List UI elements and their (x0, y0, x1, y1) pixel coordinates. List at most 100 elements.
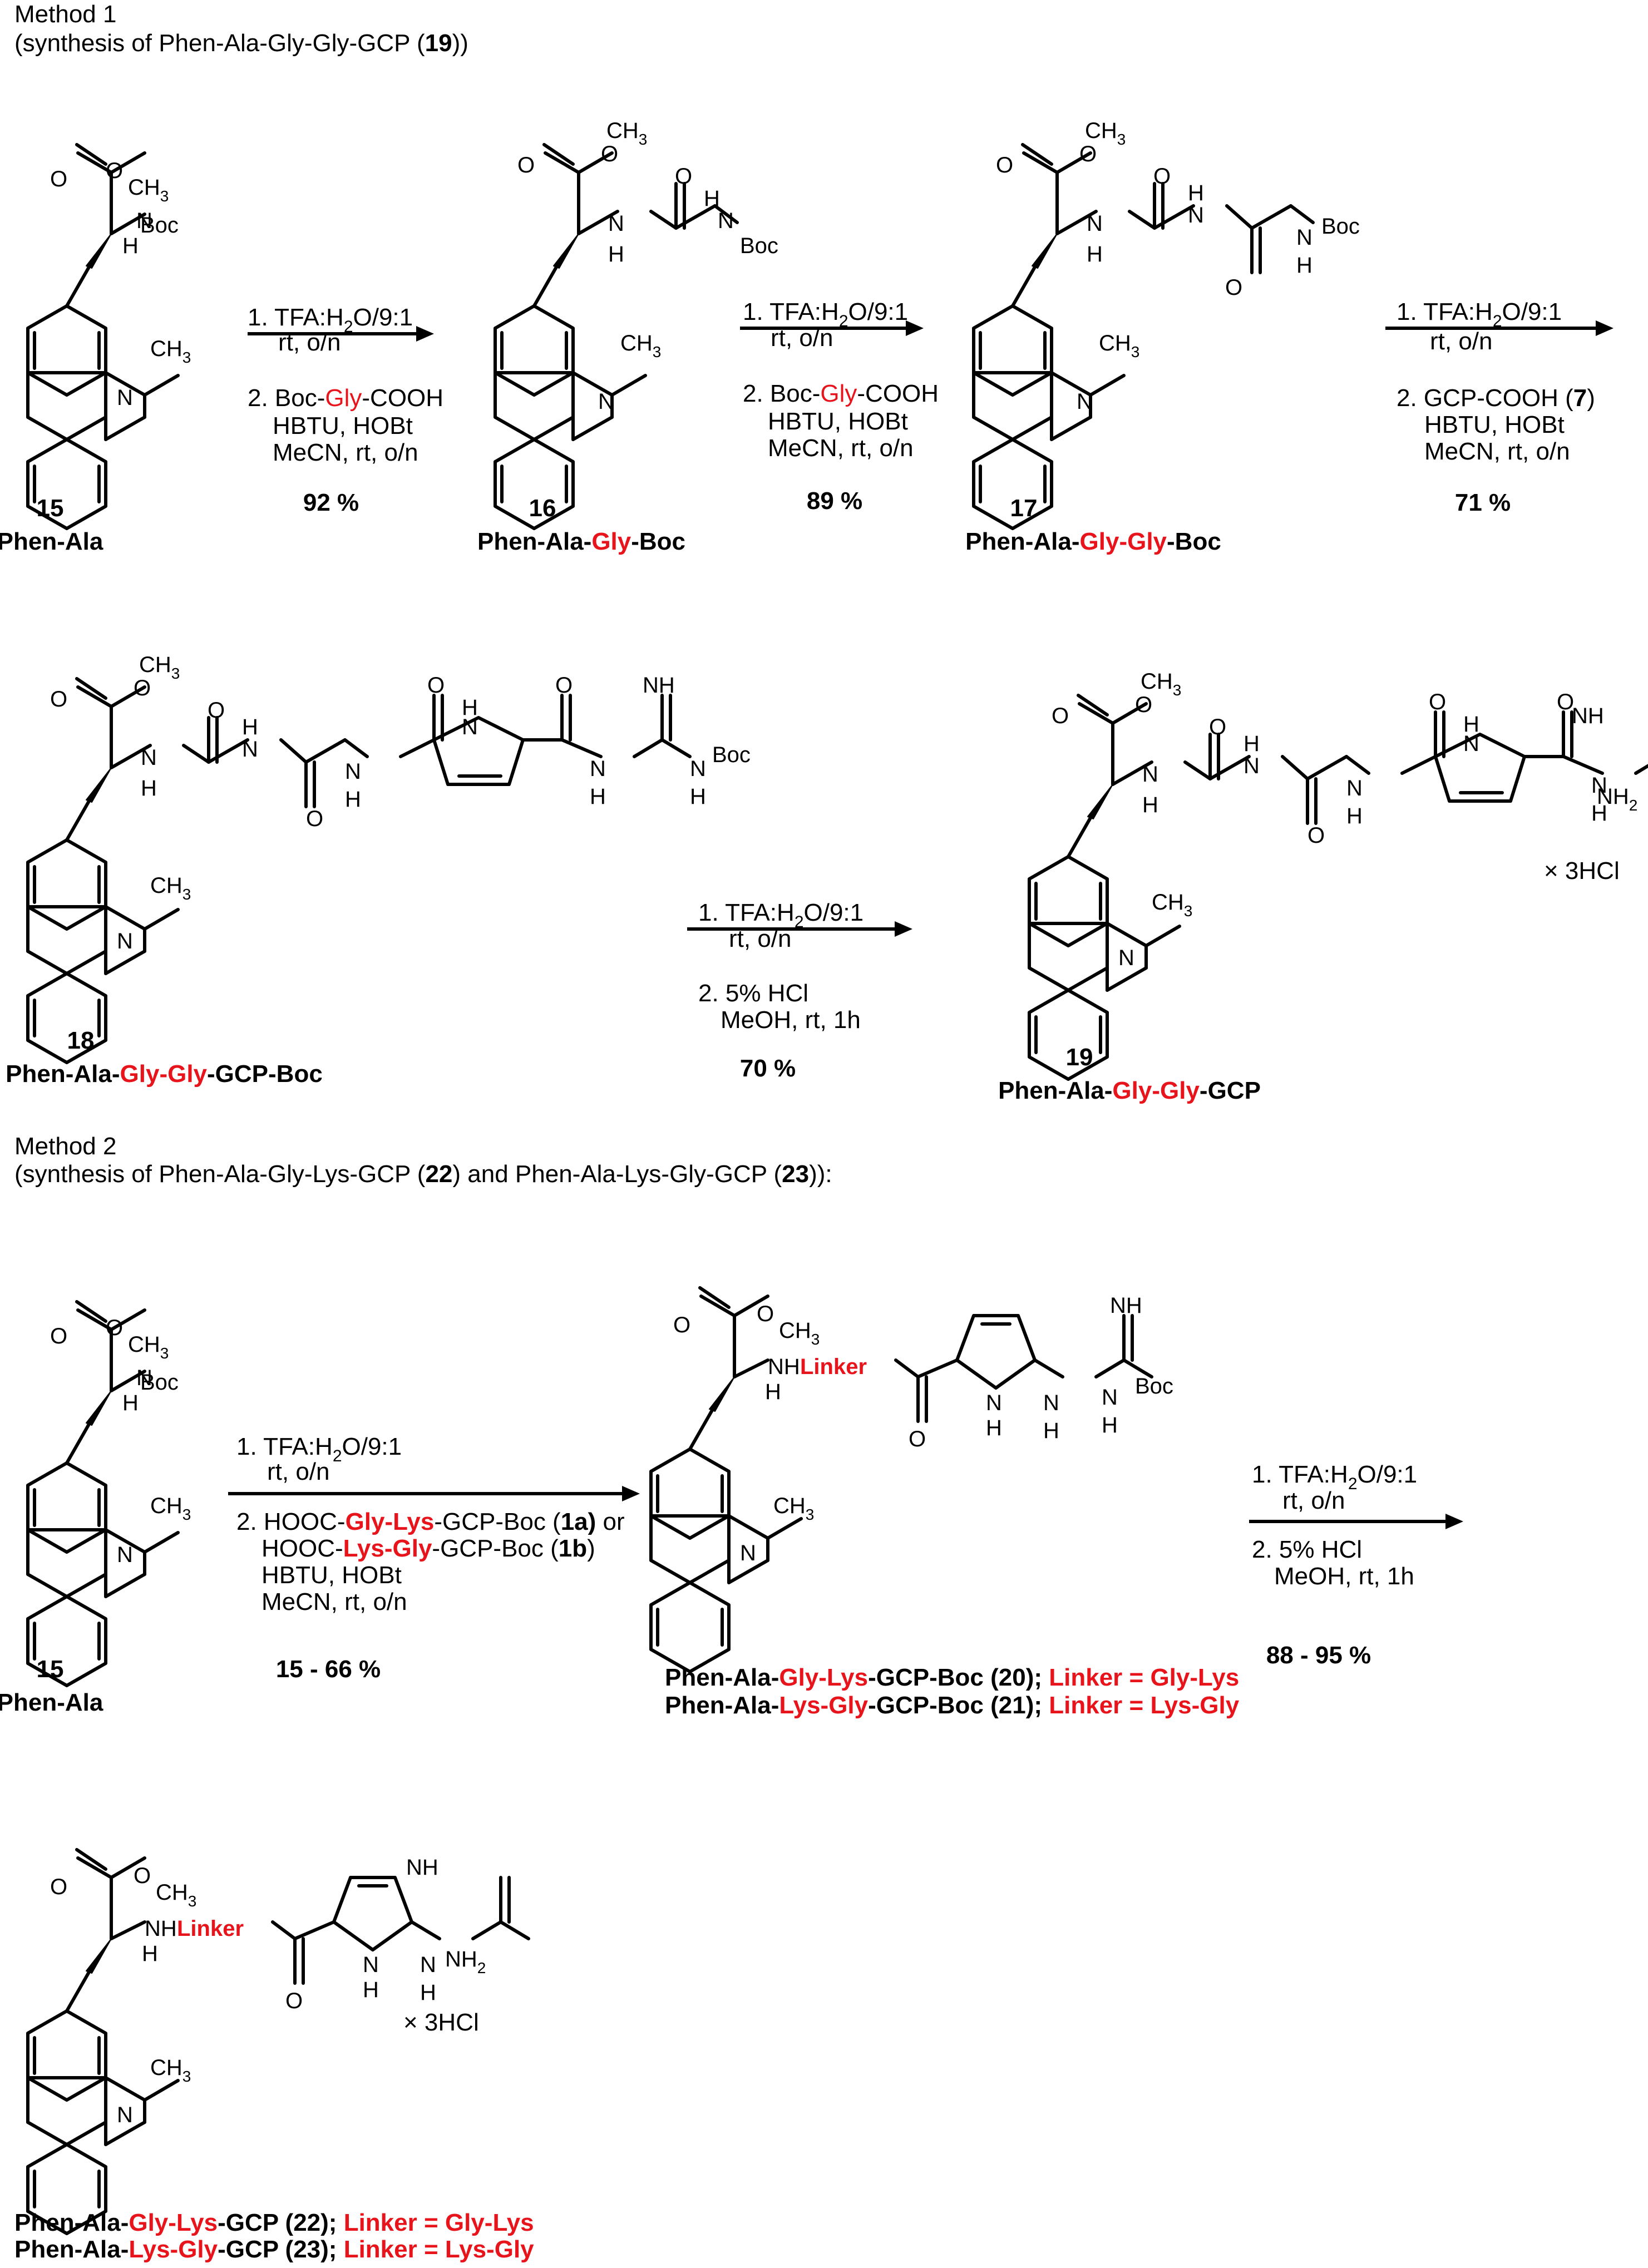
reaction-arrow-step4 (687, 921, 912, 937)
salt-label: × 3HCl (403, 2009, 479, 2036)
step3-condition: MeCN, rt, o/n (1424, 438, 1570, 465)
atom-label: H (462, 695, 478, 720)
step3-condition: HBTU, HOBt (1424, 411, 1565, 438)
atom-label: CH3 (779, 1318, 820, 1348)
atom-label: N (345, 759, 361, 784)
atom-label: CH3 (139, 653, 180, 682)
step2-yield: 89 % (807, 487, 862, 515)
atom-label: H (345, 787, 361, 812)
atom-label: Boc (740, 234, 778, 258)
atom-label: Boc (712, 743, 751, 767)
atom-label: O (1135, 693, 1152, 717)
compound-15-name: Phen-Ala (0, 528, 103, 555)
atom-label: H (1591, 801, 1607, 826)
step3-yield: 71 % (1455, 489, 1511, 516)
atom-label: N (363, 1953, 379, 1977)
method2-step2-condition: MeOH, rt, 1h (1274, 1563, 1414, 1590)
compound-15-structure (28, 145, 178, 528)
method2-compound-15-structure (28, 1302, 178, 1686)
reaction-arrow-step1 (248, 326, 434, 342)
salt-label: × 3HCl (1544, 857, 1620, 885)
atom-label: O (106, 1316, 123, 1340)
atom-label: N (1244, 754, 1260, 778)
reaction-arrow-step3 (1385, 320, 1614, 336)
atom-label: O (675, 164, 692, 189)
atom-label: N (1087, 211, 1103, 236)
step3-condition: 1. TFA:H2O/9:1 (1397, 298, 1562, 330)
atom-label: N (1102, 1385, 1118, 1410)
atom-label: O (306, 807, 323, 831)
atom-label: O (1209, 715, 1226, 739)
step1-condition: 1. TFA:H2O/9:1 (248, 304, 413, 336)
atom-label: O (1153, 164, 1171, 189)
atom-label: H (1142, 793, 1158, 817)
step3-condition: rt, o/n (1430, 328, 1493, 355)
linker-label: Linker (177, 1916, 244, 1941)
atom-label: O (1429, 690, 1446, 714)
method2-step1-condition: HBTU, HOBt (261, 1562, 402, 1589)
atom-label: O (517, 153, 535, 177)
atom-label: N (1463, 732, 1479, 756)
atom-label: H (1043, 1419, 1059, 1443)
step4-condition: rt, o/n (729, 925, 792, 952)
atom-label: O (50, 1324, 67, 1348)
atom-label: H (690, 784, 706, 809)
atom-label: O (1307, 823, 1325, 848)
atom-label: N (1188, 203, 1204, 228)
atom-label: H (122, 234, 139, 258)
atom-label: O (285, 1989, 303, 2013)
product-23-label: Phen-Ala-Lys-Gly-GCP (23); Linker = Lys-… (14, 2236, 534, 2263)
atom-label: Boc (140, 213, 179, 238)
method2-reaction-arrow-step1 (228, 1486, 640, 1501)
atom-label: H (608, 242, 624, 266)
atom-label: N (598, 389, 614, 414)
atom-label: N (1591, 773, 1607, 798)
atom-label: O (1079, 142, 1097, 166)
atom-label: H (1102, 1413, 1118, 1437)
atom-label: N (608, 211, 624, 236)
atom-label: H (1244, 732, 1260, 756)
method1-title: Method 1 (14, 1, 116, 28)
method2-compound-15-number: 15 (37, 1656, 64, 1683)
atom-label: CH3 (1099, 331, 1139, 360)
atom-label: O (50, 687, 67, 711)
atom-label: H (1346, 804, 1363, 828)
atom-label: O (1052, 704, 1069, 728)
atom-label: N (136, 209, 152, 233)
atom-label: H (704, 186, 720, 211)
method2-step1-yield: 15 - 66 % (276, 1656, 381, 1683)
method2-compound-15-name: Phen-Ala (0, 1689, 103, 1716)
compound-17-name: Phen-Ala-Gly-Gly-Boc (965, 528, 1221, 555)
atom-label: NH (643, 673, 675, 698)
atom-label: N (420, 1953, 436, 1977)
atom-label: O (50, 167, 67, 191)
reaction-arrow-step2 (740, 320, 924, 336)
atom-label: CH3 (128, 175, 169, 205)
atom-label: N (986, 1391, 1002, 1415)
compound-16-number: 16 (529, 495, 556, 522)
atom-label: CH3 (150, 1494, 191, 1523)
step4-yield: 70 % (740, 1055, 796, 1082)
method2-reaction-arrow-step2 (1249, 1514, 1463, 1529)
linker-label: Linker (800, 1355, 867, 1379)
compound-19-number: 19 (1066, 1044, 1093, 1071)
atom-label: NH (1110, 1293, 1142, 1318)
atom-label: CH3 (1141, 669, 1181, 699)
compound-16-structure (495, 145, 739, 528)
atom-label: NH2 (1597, 784, 1637, 814)
compound-19-name: Phen-Ala-Gly-Gly-GCP (998, 1077, 1261, 1104)
atom-label: H (142, 1941, 158, 1966)
method2-subtitle: (synthesis of Phen-Ala-Gly-Lys-GCP (22) … (14, 1160, 832, 1188)
compound-18-name: Phen-Ala-Gly-Gly-GCP-Boc (6, 1060, 323, 1088)
atom-label: O (757, 1302, 774, 1326)
intermediate-20-21-structure (651, 1288, 1153, 1672)
atom-label: O (673, 1313, 690, 1337)
atom-label: N (1118, 946, 1134, 970)
step2-condition: rt, o/n (771, 324, 833, 352)
atom-label: CH3 (156, 1880, 196, 1910)
atom-label: O (427, 673, 445, 698)
atom-label: H (420, 1980, 436, 2005)
step2-condition: 1. TFA:H2O/9:1 (743, 298, 908, 330)
atom-label: N (136, 1366, 152, 1390)
